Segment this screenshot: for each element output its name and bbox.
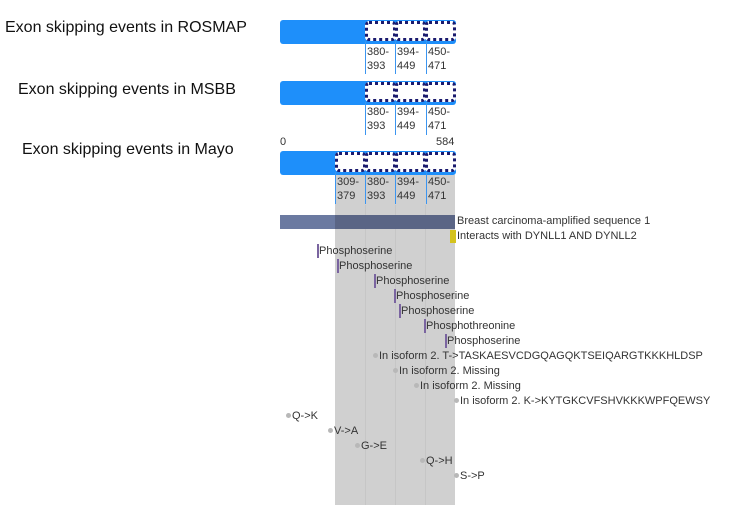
exon-label: 380- 393 [367,46,390,72]
exon-box[interactable] [395,152,426,172]
variant-dot[interactable] [355,443,360,448]
variant-label: V->A [334,425,359,437]
variant-label: Q->K [292,410,318,422]
exon-marker-line [365,41,366,74]
track-title-mayo: Exon skipping events in Mayo [22,141,234,158]
ptm-marker[interactable] [445,334,447,348]
exon-marker-line [395,41,396,74]
domain-label: Breast carcinoma-amplified sequence 1 [457,215,651,227]
exon-marker-line [365,172,366,204]
exon-box[interactable] [365,152,396,172]
ptm-label: Phosphoserine [319,245,393,257]
ptm-label: Phosphoserine [396,290,470,302]
ptm-label: Phosphoserine [339,260,413,272]
region-marker[interactable] [450,230,456,243]
exon-label: 394- 449 [397,176,420,202]
exon-box[interactable] [395,21,426,41]
exon-marker-line [426,41,427,74]
ptm-marker[interactable] [399,304,401,318]
exon-box[interactable] [425,82,456,102]
exon-label: 380- 393 [367,106,390,132]
exon-box[interactable] [425,152,456,172]
variant-dot[interactable] [420,458,425,463]
highlight-divider [365,205,366,505]
variant-label: G->E [361,440,387,452]
exon-marker-line [395,172,396,204]
variant-label: Q->H [426,455,453,467]
variant-dot[interactable] [454,473,459,478]
axis-end-label: 584 [436,136,455,148]
ptm-marker[interactable] [317,244,319,258]
exon-label: 309- 379 [337,176,360,202]
ptm-label: Phosphoserine [447,335,521,347]
exon-label: 394- 449 [397,46,420,72]
variant-dot[interactable] [328,428,333,433]
exon-label: 450- 471 [428,176,451,202]
track-title-msbb: Exon skipping events in MSBB [18,81,236,98]
variant-label: S->P [460,470,485,482]
ptm-label: Phosphoserine [376,275,450,287]
region-label: Interacts with DYNLL1 AND DYNLL2 [457,230,637,242]
isoform-label: In isoform 2. Missing [420,380,521,392]
variant-dot[interactable] [286,413,291,418]
isoform-dot[interactable] [373,353,378,358]
domain-bar-overlap [335,215,455,229]
isoform-dot[interactable] [414,383,419,388]
exon-label: 450- 471 [428,106,451,132]
exon-label: 380- 393 [367,176,390,202]
ptm-marker[interactable] [337,259,339,273]
exon-marker-line [395,102,396,135]
exon-box[interactable] [395,82,426,102]
ptm-label: Phosphothreonine [426,320,516,332]
ptm-marker[interactable] [424,319,426,333]
exon-box[interactable] [335,152,366,172]
ptm-marker[interactable] [374,274,376,288]
exon-box[interactable] [365,21,396,41]
isoform-label: In isoform 2. K->KYTGKCVFSHVKKKWPFQEWSY [460,395,711,407]
exon-marker-line [426,172,427,204]
isoform-label: In isoform 2. T->TASKAESVCDGQAGQKTSEIQAR… [379,350,703,362]
highlight-divider [425,205,426,505]
isoform-dot[interactable] [454,398,459,403]
exon-label: 394- 449 [397,106,420,132]
ptm-marker[interactable] [394,289,396,303]
exon-marker-line [365,102,366,135]
ptm-label: Phosphoserine [401,305,475,317]
axis-start-label: 0 [280,136,287,148]
exon-label: 450- 471 [428,46,451,72]
isoform-dot[interactable] [393,368,398,373]
isoform-label: In isoform 2. Missing [399,365,500,377]
track-title-rosmap: Exon skipping events in ROSMAP [5,19,247,36]
highlight-divider [395,205,396,505]
exon-marker-line [426,102,427,135]
exon-box[interactable] [425,21,456,41]
exon-marker-line [335,172,336,204]
exon-box[interactable] [365,82,396,102]
